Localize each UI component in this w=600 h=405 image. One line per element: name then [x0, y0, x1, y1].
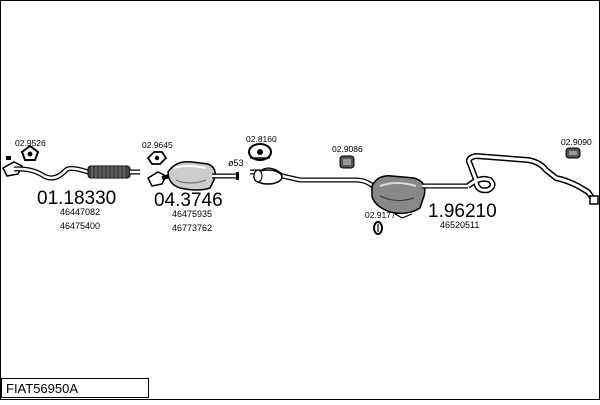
oem-number: 46520511: [440, 220, 479, 230]
part-code-catalyst: 04.3746: [154, 190, 223, 211]
hanger-rear-icon[interactable]: [565, 147, 581, 159]
hanger-icon[interactable]: [339, 155, 355, 169]
accessory-code: 02.9090: [561, 137, 592, 147]
diameter-label: ø53: [228, 158, 244, 168]
oem-number: 46475400: [60, 221, 100, 231]
part-code-front-pipe: 01.18330: [37, 188, 116, 209]
accessory-code: 02.9177: [365, 210, 396, 220]
catalytic-converter[interactable]: [147, 160, 236, 191]
middle-pipe[interactable]: [250, 167, 378, 191]
accessory-code: 02.9645: [142, 140, 173, 150]
diameter-marker: [236, 172, 239, 180]
clamp-icon[interactable]: [146, 151, 168, 165]
rubber-ring-icon[interactable]: [373, 221, 383, 235]
diagram-id-box: FIAT56950A: [1, 378, 149, 398]
diagram-id-label: FIAT56950A: [6, 381, 79, 396]
gasket-icon[interactable]: [6, 144, 40, 161]
part-code-rear-silencer: 1.96210: [428, 201, 497, 222]
accessory-code: 02.9526: [15, 138, 46, 148]
rubber-mount-icon[interactable]: [248, 143, 272, 161]
oem-number: 46475935: [172, 209, 212, 219]
front-pipe[interactable]: [2, 161, 140, 181]
oem-number: 46773762: [172, 223, 212, 233]
rear-silencer[interactable]: [371, 152, 599, 219]
oem-number: 46447082: [60, 207, 100, 217]
accessory-code: 02.9086: [332, 144, 363, 154]
accessory-code: 02.8160: [246, 134, 277, 144]
